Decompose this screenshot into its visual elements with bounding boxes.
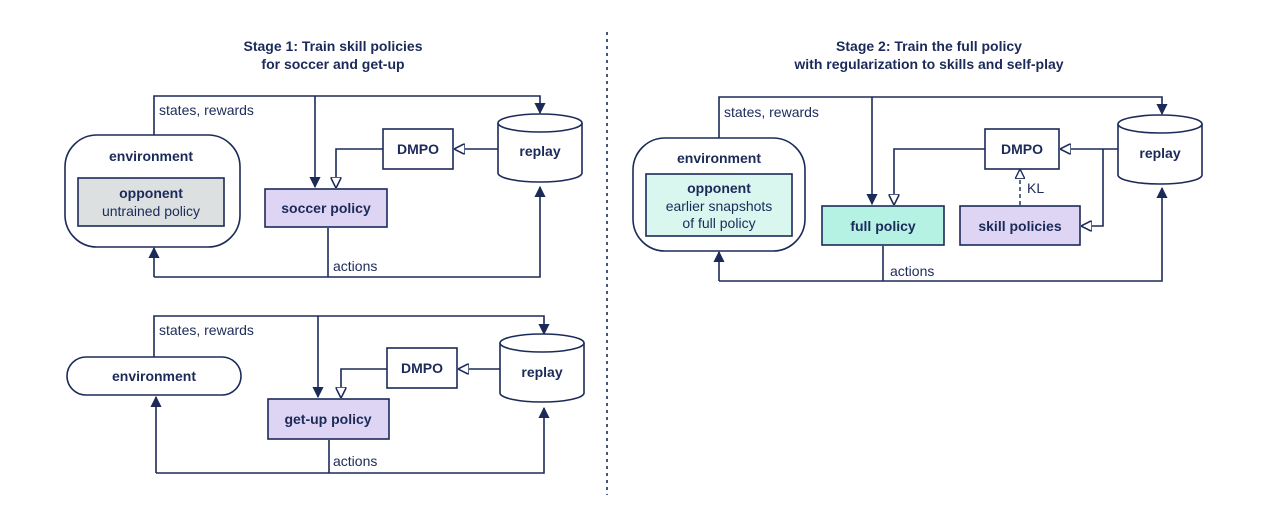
soccer-actions-label: actions xyxy=(333,258,377,274)
skill-policies-label: skill policies xyxy=(978,218,1061,234)
soccer-opponent-sub: untrained policy xyxy=(102,203,200,219)
full-policy-box xyxy=(821,205,945,246)
stage2-opponent-box xyxy=(645,173,793,237)
soccer-replay-label: replay xyxy=(519,143,560,159)
soccer-opponent-title: opponent xyxy=(119,185,183,201)
stage2-opponent-sub2: of full policy xyxy=(682,215,755,231)
getup-policy-box xyxy=(267,398,390,440)
soccer-actions-to-replay xyxy=(154,185,546,278)
stage1-title-line1: Stage 1: Train skill policies xyxy=(244,38,423,54)
stage1-title-line2: for soccer and get-up xyxy=(261,56,404,72)
getup-environment-box xyxy=(66,356,242,396)
getup-actions-to-replay xyxy=(156,406,550,474)
stage2-states-rewards-label: states, rewards xyxy=(724,104,819,120)
soccer-states-line xyxy=(153,95,546,135)
stage2-opponent-sub1: earlier snapshots xyxy=(666,198,773,214)
stage2-replay-label: replay xyxy=(1139,145,1180,161)
stage2-dmpo-label: DMPO xyxy=(1001,141,1043,157)
kl-label: KL xyxy=(1027,180,1044,196)
getup-states-line xyxy=(153,315,550,357)
stage2-section: environment opponent earlier snapshots o… xyxy=(632,96,1203,282)
soccer-environment-label: environment xyxy=(109,148,193,164)
stage2-title-line1: Stage 2: Train the full policy xyxy=(836,38,1022,54)
getup-dmpo-label: DMPO xyxy=(401,360,443,376)
soccer-policy-box xyxy=(264,188,388,228)
stage2-opponent-title: opponent xyxy=(687,180,751,196)
getup-policy-label: get-up policy xyxy=(284,411,371,427)
getup-states-rewards-label: states, rewards xyxy=(159,322,254,338)
stage2-states-line xyxy=(718,96,1168,138)
stage2-dmpo-to-policy xyxy=(894,148,985,204)
getup-dmpo-box xyxy=(386,347,458,389)
getup-replay-cylinder xyxy=(499,333,585,403)
stage2-replay-to-skills xyxy=(1082,149,1104,226)
full-policy-label: full policy xyxy=(850,218,916,234)
getup-section: environment get-up policy DMPO replay st… xyxy=(66,315,585,474)
stage2-replay-cylinder xyxy=(1117,114,1203,185)
stage2-actions-to-replay xyxy=(719,186,1168,282)
getup-replay-label: replay xyxy=(521,364,562,380)
soccer-policy-label: soccer policy xyxy=(281,200,371,216)
skill-policies-box xyxy=(959,205,1081,246)
soccer-dmpo-box xyxy=(382,128,454,170)
getup-environment-label: environment xyxy=(112,368,196,384)
soccer-states-rewards-label: states, rewards xyxy=(159,102,254,118)
stage2-dmpo-box xyxy=(984,128,1060,170)
soccer-dmpo-label: DMPO xyxy=(397,141,439,157)
soccer-dmpo-to-policy xyxy=(336,148,383,187)
soccer-section: environment opponent untrained policy so… xyxy=(64,95,583,278)
stage2-title-line2: with regularization to skills and self-p… xyxy=(793,56,1063,72)
getup-actions-label: actions xyxy=(333,453,377,469)
soccer-replay-cylinder xyxy=(497,113,583,183)
soccer-opponent-box xyxy=(77,177,225,227)
stage2-actions-label: actions xyxy=(890,263,934,279)
stage2-environment-label: environment xyxy=(677,150,761,166)
getup-dmpo-to-policy xyxy=(341,368,387,397)
